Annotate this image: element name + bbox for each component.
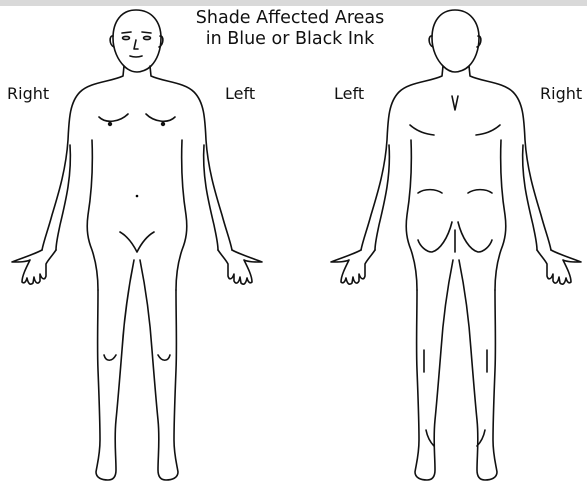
back-left-inner-arm [375,145,389,250]
back-right-hand [537,250,581,284]
back-left-scapula [410,125,434,135]
back-left-hand [331,250,375,284]
back-right-inner-arm [523,145,537,250]
back-left-waist-line [418,190,442,193]
back-right-buttock [458,222,492,252]
back-right-leg [459,260,497,480]
back-left-buttock [418,222,452,252]
back-right-waist-line [468,190,492,193]
back-spine-mark [452,96,458,110]
back-head [432,10,479,72]
back-right-scapula [476,125,500,135]
back-left-leg [415,260,453,480]
back-left-heel-line [426,430,434,446]
back-torso-sides [406,140,506,290]
